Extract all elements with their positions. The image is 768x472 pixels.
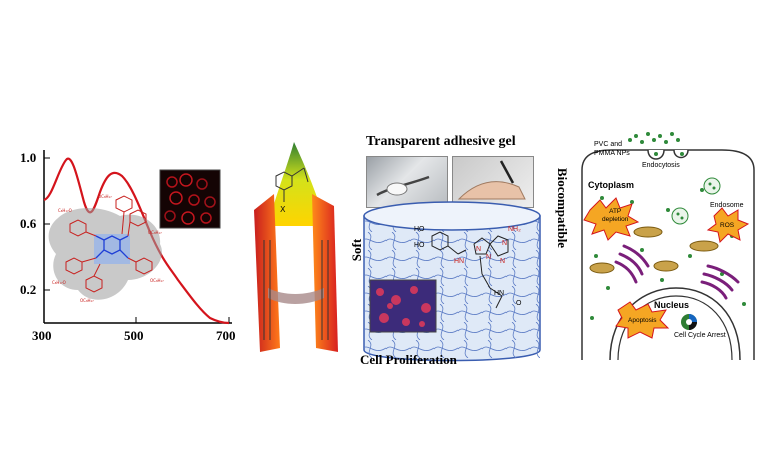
atom-label-x: X [280,205,286,214]
chem-label-n: N [500,258,506,265]
label-ros: ROS [720,222,735,229]
label-cytoplasm: Cytoplasm [588,180,635,190]
label-cell-cycle-arrest: Cell Cycle Arrest [674,332,726,339]
label-nucleus: Nucleus [654,300,690,310]
x-tick-label: 500 [124,328,144,343]
label-atp: ATP depletion [602,208,629,223]
x-tick-label: 300 [32,328,52,343]
spectrum-chart: C₈H₁₇O OC₈H₁₇ OC₈H₁₇ OC₈H₁₇ C₈H₁₇O OC₈H₁… [43,150,232,325]
cage-illustration: X [254,142,338,352]
ros-burst [706,207,750,244]
left-pillar [254,194,280,352]
golgi-apparatus [614,244,740,300]
label-endosome: Endosome [710,202,744,209]
cell-cycle-wheel [681,314,697,330]
chem-label-nh2: NH₂ [508,226,521,233]
absorption-curve [43,157,230,325]
gel-label-biocompatible: Biocompatible [555,167,570,249]
gel-photo-left [366,156,448,208]
endosome-vesicles [671,177,721,225]
fluorescence-inset [159,169,221,229]
svg-text:C₈H₁₇O: C₈H₁₇O [52,280,66,285]
gel-photo-right [452,156,534,208]
svg-text:OC₈H₁₇: OC₈H₁₇ [150,278,164,283]
cell-panel: PVC and PMMA NPs Endocytosis Cytoplasm E… [572,128,762,361]
svg-text:C₈H₁₇O: C₈H₁₇O [58,208,72,213]
cell-membrane [581,149,755,360]
gel-panel: Transparent adhesive gel [349,130,570,375]
y-tick-label: 1.0 [20,150,37,165]
label-endocytosis: Endocytosis [642,162,680,169]
svg-text:OC₈H₁₇: OC₈H₁₇ [80,298,94,303]
connecting-ring [268,288,324,304]
right-pillar [312,194,338,352]
svg-text:OC₈H₁₇: OC₈H₁₇ [98,194,112,199]
chem-label-n: N [476,246,482,253]
y-tick-label: 0.6 [20,216,37,231]
mitochondria [589,226,719,274]
molecular-cage-panel: X [250,140,345,352]
chem-label-ho: HO [414,226,425,233]
guest-cone [268,142,326,226]
spectrum-panel: C₈H₁₇O OC₈H₁₇ OC₈H₁₇ OC₈H₁₇ C₈H₁₇O OC₈H₁… [0,140,245,350]
svg-text:OC₈H₁₇: OC₈H₁₇ [148,230,162,235]
gel-title: Transparent adhesive gel [366,134,516,149]
gel-cylinder [363,201,541,362]
chem-label-hn: HN [494,290,505,297]
gel-label-soft: Soft [349,238,365,262]
chem-label-ho: HO [414,242,425,249]
label-nps: PVC and PMMA NPs [594,141,630,157]
label-apoptosis: Apoptosis [628,317,657,324]
x-tick-label: 700 [216,328,236,343]
chem-label-o: O [516,300,522,307]
cell-diagram [581,132,755,361]
atp-burst [583,197,640,241]
apoptosis-burst [615,301,670,339]
y-tick-label: 0.2 [20,282,37,297]
porphyrin-molecule: C₈H₁₇O OC₈H₁₇ OC₈H₁₇ OC₈H₁₇ C₈H₁₇O OC₈H₁… [48,194,164,303]
chem-label-hn: HN [454,258,465,265]
gel-label-cell-proliferation: Cell Proliferation [360,352,457,367]
chem-label-n: N [502,240,508,247]
chem-label-n: N [486,254,492,261]
